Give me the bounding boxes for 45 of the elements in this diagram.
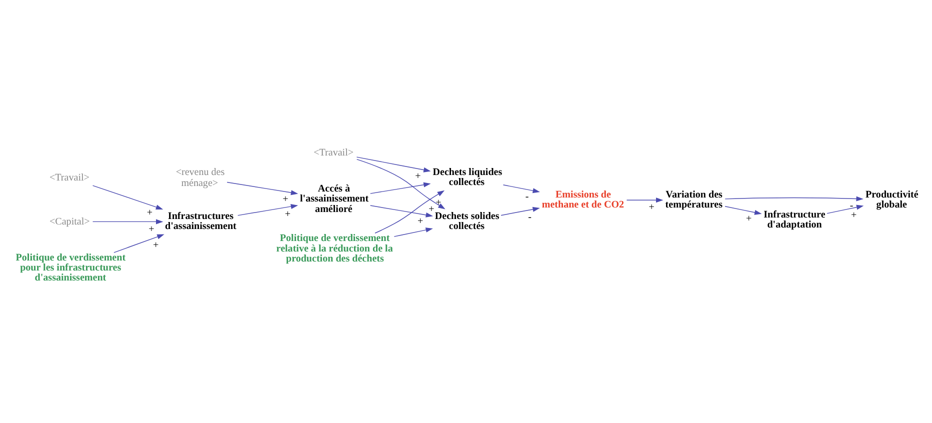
edge-label: + bbox=[428, 204, 434, 215]
node-text: <Capital> bbox=[49, 216, 90, 227]
node-text: Variation des températures bbox=[664, 188, 722, 210]
edge-label: + bbox=[282, 193, 288, 204]
arrow bbox=[393, 227, 432, 236]
arrow bbox=[356, 158, 445, 209]
node-text: Dechets liquides collectés bbox=[432, 166, 502, 188]
edge-label: - bbox=[524, 191, 528, 202]
arrow bbox=[626, 197, 663, 202]
arrow bbox=[724, 196, 863, 201]
node-text: <Travail> bbox=[313, 146, 354, 158]
arrow bbox=[500, 206, 540, 216]
edge-label: + bbox=[746, 212, 752, 224]
arrow bbox=[724, 206, 762, 214]
edge-label: + bbox=[284, 208, 290, 220]
arrow bbox=[369, 204, 433, 217]
node-text: Politique de verdissement pour les infrastructures d'assainissement bbox=[15, 252, 126, 284]
edge-label: - bbox=[849, 200, 853, 212]
edge-label: + bbox=[414, 170, 420, 182]
arrow bbox=[226, 181, 298, 195]
edge-label: + bbox=[152, 239, 158, 250]
edge-label: + bbox=[648, 202, 654, 213]
node-text: Productivité globale bbox=[865, 188, 918, 210]
node-text: Accés à l'assainissement amélioré bbox=[299, 183, 368, 214]
edge-label: + bbox=[416, 216, 423, 227]
node-text: Politique de verdissement relative à la réduction de la production des déchets bbox=[276, 232, 392, 264]
arrow bbox=[236, 204, 298, 216]
node-text: Dechets solides collectés bbox=[434, 210, 499, 232]
arrow bbox=[113, 234, 164, 252]
node-text: Emissions de methane et de CO2 bbox=[541, 188, 624, 210]
node-text: <revenu des ménage> bbox=[175, 166, 224, 188]
arrow bbox=[356, 156, 430, 172]
arrow bbox=[92, 218, 163, 224]
node-text: <Travail> bbox=[49, 172, 89, 184]
edge-label: + bbox=[146, 206, 152, 218]
edge-label: + bbox=[850, 210, 856, 221]
arrow bbox=[92, 184, 163, 210]
arrow bbox=[502, 184, 540, 193]
arrow bbox=[374, 190, 444, 233]
node-text: Infrastructure d'adaptation bbox=[763, 209, 825, 230]
edge-label: - bbox=[528, 212, 531, 223]
arrow bbox=[826, 204, 864, 214]
node-text: Infrastructures d'assainissement bbox=[164, 210, 236, 232]
arrow bbox=[369, 182, 430, 194]
edge-label: + bbox=[148, 223, 154, 234]
